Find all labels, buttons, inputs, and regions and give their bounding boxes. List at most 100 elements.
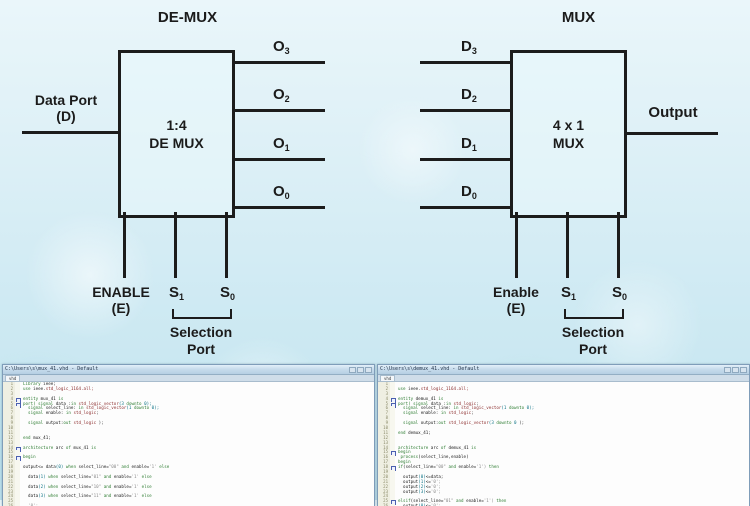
minimize-button[interactable] <box>724 366 731 373</box>
code-line: 8 <box>3 415 374 422</box>
code-line: 19 <box>378 469 749 475</box>
mux-s0-label: S0 <box>612 284 628 302</box>
mux-enable-label: Enable (E) <box>493 284 539 316</box>
mux-input-label-d3: D3 <box>461 38 477 56</box>
code-line: 10 <box>3 425 374 431</box>
code-line: 7 signal enable: in std_logic; <box>3 410 374 417</box>
code-line: 6 signal select_line: in std_logic_vecto… <box>378 406 749 412</box>
demux-selection-label: Selection Port <box>169 324 233 357</box>
mux-s0-line <box>617 212 620 278</box>
close-button[interactable] <box>740 366 747 373</box>
mux-input-line-d1 <box>420 158 510 161</box>
mux-input-line-d0 <box>420 206 510 209</box>
code-line: 23 output(3)<='0'; <box>378 489 749 495</box>
code-line: 13 <box>3 440 374 446</box>
demux-box-label: 1:4 DE MUX <box>149 117 204 151</box>
mux-output-line <box>624 132 718 135</box>
code-window-mux-tabbar: vhd <box>3 375 374 382</box>
demux-data-line <box>22 131 118 134</box>
maximize-button[interactable] <box>732 366 739 373</box>
code-window-demux-titlebar[interactable]: C:\Users\s\demux_41.vhd - Default <box>378 365 749 375</box>
demux-enable-label: ENABLE (E) <box>92 284 150 316</box>
mux-enable-line <box>515 212 518 278</box>
code-line: 15 <box>3 450 374 456</box>
demux-box: 1:4 DE MUX <box>118 50 235 218</box>
mux-title: MUX <box>561 9 596 26</box>
code-window-mux-tab[interactable]: vhd <box>5 375 21 381</box>
code-line: 9 signal output:out std_logic ); <box>3 420 374 427</box>
code-line: 8 <box>378 415 749 422</box>
mux-input-label-d1: D1 <box>461 135 477 153</box>
code-line: 3 <box>3 391 374 397</box>
mux-output-label: Output <box>648 104 698 121</box>
window-controls <box>724 366 747 373</box>
mux-s1-label: S1 <box>561 284 577 302</box>
demux-output-line-o3 <box>232 61 325 64</box>
mux-s1-line <box>566 212 569 278</box>
code-line: 23 <box>3 489 374 495</box>
code-window-demux-tab[interactable]: vhd <box>380 375 396 381</box>
code-line: 24 <box>378 494 749 500</box>
code-line: 9 signal output:out std_logic_vector(3 d… <box>378 420 749 427</box>
mux-input-line-d2 <box>420 109 510 112</box>
demux-output-label-o0: O0 <box>273 183 290 201</box>
demux-output-line-o0 <box>232 206 325 209</box>
code-window-demux-tabbar: vhd <box>378 375 749 382</box>
demux-title: DE-MUX <box>157 9 218 26</box>
demux-output-label-o3: O3 <box>273 38 290 56</box>
code-line: 19 <box>3 469 374 475</box>
code-line: 6 signal select_line: in std_logic_vecto… <box>3 406 374 412</box>
mux-selection-bracket <box>564 309 624 319</box>
demux-output-label-o1: O1 <box>273 135 290 153</box>
code-line: 16 process(select_line,enable) <box>378 454 749 461</box>
demux-s0-label: S0 <box>220 284 236 302</box>
code-line: 10 <box>378 425 749 431</box>
demux-selection-bracket <box>172 309 232 319</box>
code-line: 22 data(2) when select_line="10" and ena… <box>3 484 374 490</box>
close-button[interactable] <box>365 366 372 373</box>
demux-output-line-o1 <box>232 158 325 161</box>
code-window-mux-title: C:\Users\s\mux_41.vhd - Default <box>5 366 99 372</box>
code-line: 20 data(1) when select_line="01" and ena… <box>3 474 374 480</box>
demux-output-label-o2: O2 <box>273 86 290 104</box>
demux-s0-line <box>225 212 228 278</box>
mux-input-label-d0: D0 <box>461 183 477 201</box>
maximize-button[interactable] <box>357 366 364 373</box>
code-line: 12 <box>378 435 749 441</box>
code-line: 22 output(2)<='0'; <box>378 484 749 490</box>
demux-dataport-label: Data Port (D) <box>34 92 98 124</box>
mux-box-label: 4 x 1 MUX <box>552 117 585 151</box>
code-line: 21 <box>3 479 374 485</box>
demux-output-line-o2 <box>232 109 325 112</box>
minimize-button[interactable] <box>349 366 356 373</box>
code-window-demux-title: C:\Users\s\demux_41.vhd - Default <box>380 366 480 372</box>
demux-enable-line <box>123 212 126 278</box>
code-line: 24 data(3) when select_line="11" and ena… <box>3 494 374 500</box>
code-line: 17 <box>3 459 374 466</box>
code-line: 20 output(0)<=data; <box>378 474 749 480</box>
code-line: 11 <box>3 430 374 436</box>
demux-s1-label: S1 <box>169 284 185 302</box>
code-line: 21 output(1)<='0'; <box>378 479 749 485</box>
mux-input-label-d2: D2 <box>461 86 477 104</box>
mux-input-line-d3 <box>420 61 510 64</box>
code-window-mux-titlebar[interactable]: C:\Users\s\mux_41.vhd - Default <box>3 365 374 375</box>
code-line: 1 <box>378 382 749 387</box>
code-line: 7 signal enable: in std_logic; <box>378 410 749 417</box>
code-line: 13 <box>378 440 749 446</box>
mux-selection-label: Selection Port <box>561 324 625 357</box>
code-line: 3 <box>378 391 749 397</box>
